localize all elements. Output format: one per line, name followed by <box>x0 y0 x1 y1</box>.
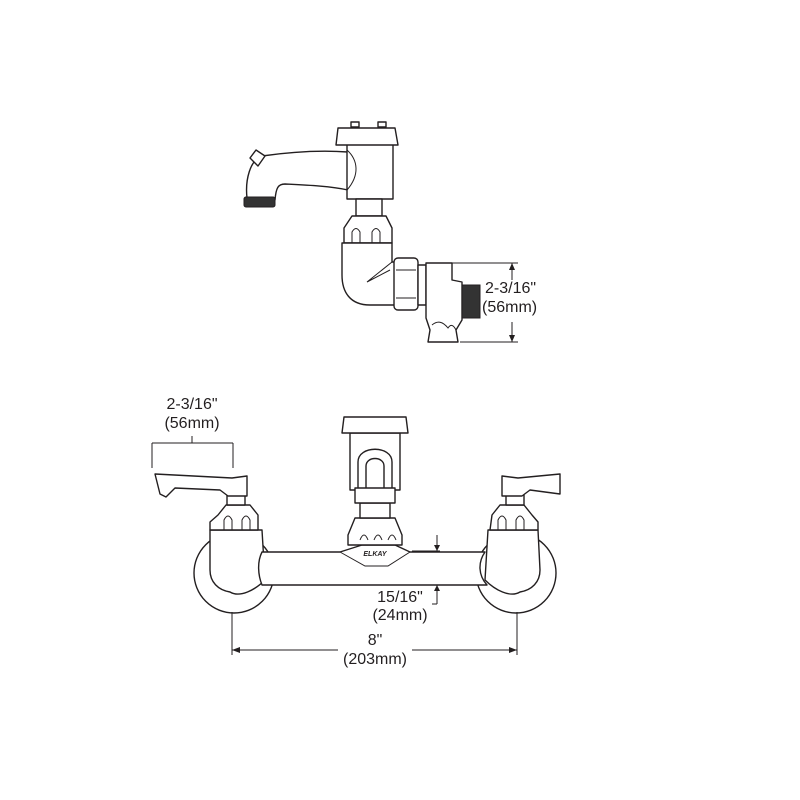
front-view-faucet: ELKAY <box>154 416 561 614</box>
spout-aerator-threads <box>243 196 276 208</box>
side-height-metric: (56mm) <box>482 299 537 316</box>
inlet-threads <box>461 284 481 319</box>
side-view-faucet <box>243 121 481 343</box>
left-bonnet <box>209 504 259 531</box>
hex-nut <box>393 257 419 311</box>
check-valve <box>425 262 463 343</box>
valve-cap <box>335 127 399 146</box>
handle-width-imperial: 2-3/16" <box>166 396 217 413</box>
front-dimension-lines <box>151 436 518 655</box>
center-spacing-metric: (203mm) <box>343 651 407 668</box>
side-height-imperial: 2-3/16" <box>485 280 536 297</box>
valve-body <box>346 142 394 200</box>
body-height-metric: (24mm) <box>372 607 427 624</box>
center-spacing-imperial: 8" <box>368 632 383 649</box>
left-handle-lever <box>154 473 248 498</box>
side-height-dimension-lines <box>445 262 518 343</box>
right-handle-lever <box>501 473 561 497</box>
body-height-imperial: 15/16" <box>377 589 423 606</box>
elbow <box>341 242 396 306</box>
brand-mark: ELKAY <box>363 551 388 558</box>
right-valve-body <box>484 529 541 595</box>
center-cap <box>341 416 409 434</box>
center-bonnet <box>347 517 403 546</box>
stem-nut <box>343 215 393 244</box>
main-body <box>257 544 488 586</box>
hose-connector <box>249 149 266 167</box>
handle-width-metric: (56mm) <box>164 415 219 432</box>
right-bonnet <box>489 504 539 531</box>
stem <box>355 198 383 217</box>
left-valve-body <box>209 529 266 595</box>
